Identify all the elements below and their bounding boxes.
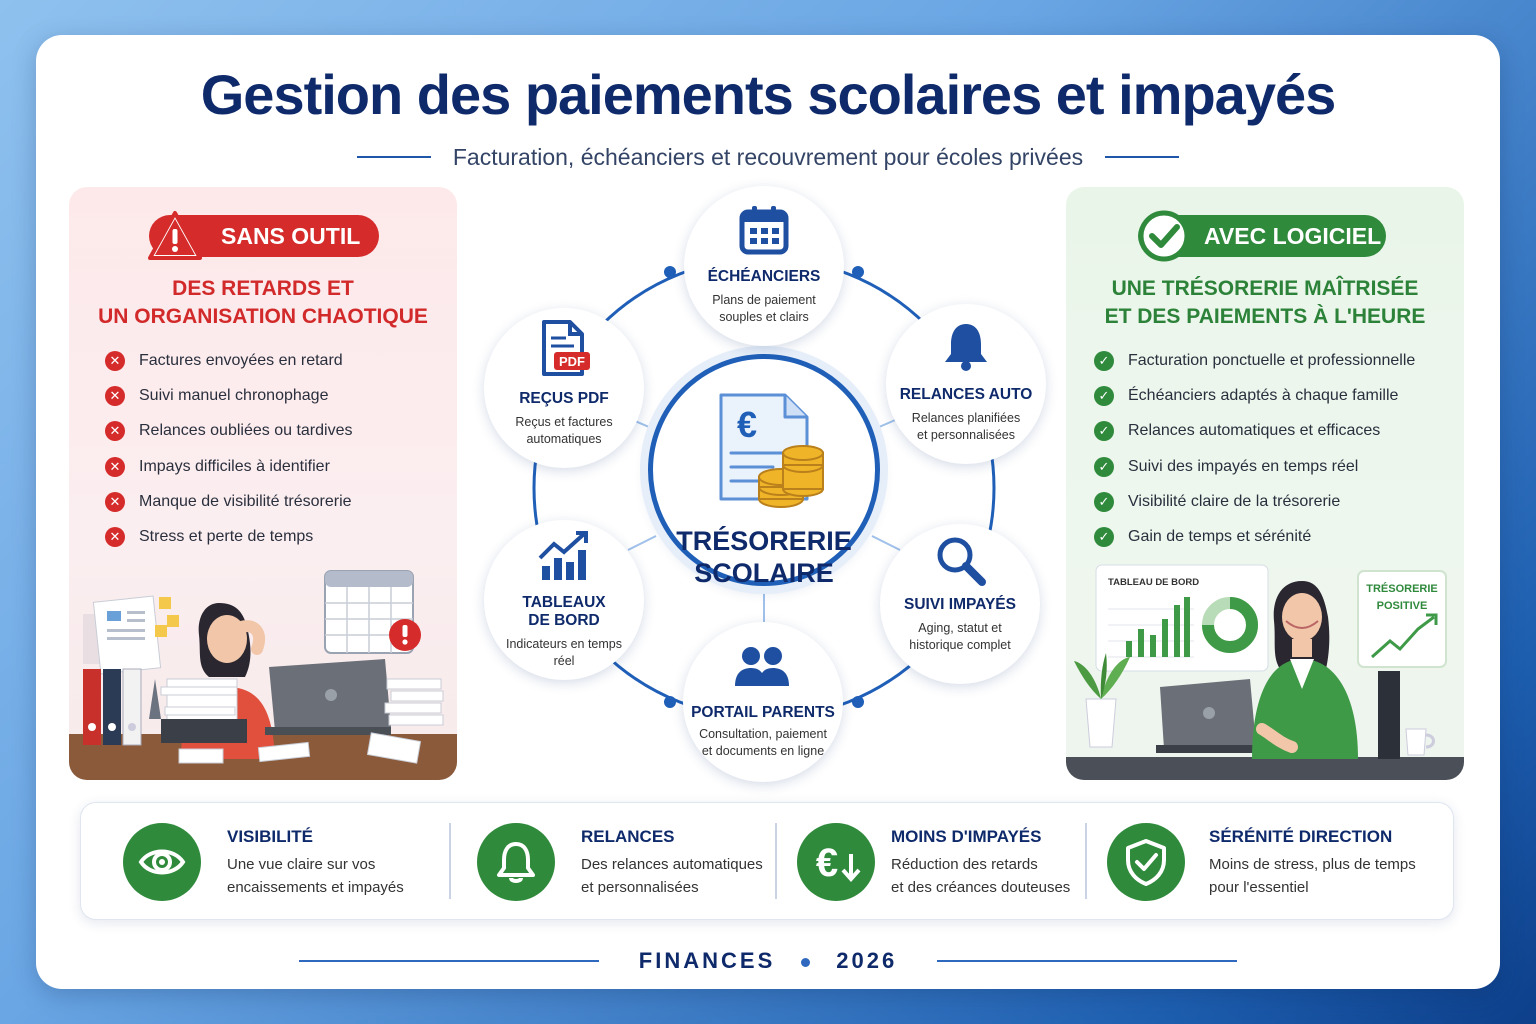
right-heading-line2: ET DES PAIEMENTS À L'HEURE — [1104, 305, 1426, 328]
subtitle-row: Facturation, échéanciers et recouvrement… — [0, 142, 1536, 172]
cross-icon: ✕ — [105, 491, 125, 512]
panel-avec-logiciel: AVEC LOGICIEL UNE TRÉSORERIE MAÎTRISÉE E… — [1066, 187, 1464, 780]
list-item: ✕Suivi manuel chronophage — [105, 378, 352, 413]
footer-rule-right — [937, 960, 1238, 962]
euro-glyph: € — [737, 404, 757, 445]
badge-label: SANS OUTIL — [221, 222, 361, 249]
check-icon: ✓ — [1094, 385, 1114, 406]
divider — [449, 823, 451, 899]
page-subtitle: Facturation, échéanciers et recouvrement… — [452, 143, 1084, 170]
warning-icon — [147, 209, 203, 263]
divider — [1085, 823, 1087, 899]
subtitle-rule-right — [1105, 156, 1180, 158]
cross-icon: ✕ — [105, 421, 125, 442]
calendar-icon — [684, 204, 844, 256]
calm-worker-illustration: TABLEAU DE BORD TRÉSORERIE POSITIVE — [1066, 564, 1464, 780]
positive-line2: POSITIVE — [1377, 600, 1428, 612]
check-icon: ✓ — [1094, 527, 1114, 548]
pdf-icon: PDF — [484, 320, 644, 378]
cross-icon: ✕ — [105, 385, 125, 406]
orbit-dots — [664, 266, 864, 708]
bell-icon — [477, 823, 555, 901]
dashboard-label: TABLEAU DE BORD — [1108, 577, 1199, 588]
list-item: ✕Relances oubliées ou tardives — [105, 414, 352, 449]
list-item: ✕Stress et perte de temps — [105, 519, 352, 554]
left-heading-line2: UN ORGANISATION CHAOTIQUE — [98, 305, 428, 328]
list-item: ✕Manque de visibilité trésorerie — [105, 484, 352, 519]
list-item: ✕Impays difficiles à identifier — [105, 449, 352, 484]
badge-avec-logiciel: AVEC LOGICIEL — [1138, 210, 1386, 262]
subtitle-rule-left — [356, 156, 431, 158]
panel-sans-outil: SANS OUTIL DES RETARDS ET UN ORGANISATIO… — [69, 187, 457, 780]
list-item: ✓Gain de temps et sérénité — [1094, 519, 1415, 554]
list-item: ✓Facturation ponctuelle et professionnel… — [1094, 343, 1415, 378]
footer-dot — [801, 957, 811, 967]
bell-icon — [886, 320, 1046, 372]
users-icon — [683, 644, 843, 688]
right-panel-heading: UNE TRÉSORERIE MAÎTRISÉE ET DES PAIEMENT… — [1066, 275, 1464, 331]
cross-icon: ✕ — [105, 350, 125, 371]
footer-rule-left — [298, 960, 599, 962]
list-item: ✓Visibilité claire de la trésorerie — [1094, 484, 1415, 519]
chart-icon — [484, 528, 644, 584]
list-item: ✓Suivi des impayés en temps réel — [1094, 449, 1415, 484]
svg-text:€: € — [816, 841, 838, 884]
check-icon: ✓ — [1094, 421, 1114, 442]
divider — [775, 823, 777, 899]
left-panel-heading: DES RETARDS ET UN ORGANISATION CHAOTIQUE — [69, 275, 457, 331]
positive-line1: TRÉSORERIE — [1366, 582, 1438, 595]
stressed-worker-illustration — [69, 570, 457, 780]
right-heading-line1: UNE TRÉSORERIE MAÎTRISÉE — [1111, 277, 1419, 300]
problems-list: ✕Factures envoyées en retard ✕Suivi manu… — [105, 343, 352, 555]
left-heading-line1: DES RETARDS ET — [172, 277, 354, 300]
pdf-tag: PDF — [559, 354, 585, 369]
list-item: ✓Relances automatiques et efficaces — [1094, 414, 1415, 449]
list-item: ✕Factures envoyées en retard — [105, 343, 352, 378]
badge-sans-outil: SANS OUTIL — [148, 211, 379, 260]
cross-icon: ✕ — [105, 527, 125, 548]
badge-label: AVEC LOGICIEL — [1204, 222, 1382, 249]
check-icon: ✓ — [1094, 456, 1114, 477]
check-icon: ✓ — [1094, 491, 1114, 512]
benefits-list: ✓Facturation ponctuelle et professionnel… — [1094, 343, 1415, 555]
check-circle-icon — [1136, 209, 1192, 263]
magnifier-icon — [880, 532, 1040, 588]
page-title: Gestion des paiements scolaires et impay… — [200, 63, 1337, 126]
eye-icon — [123, 823, 201, 901]
hub-tresorerie-scolaire: € TRÉSORERIE SCOLAIRE — [648, 354, 880, 588]
check-icon: ✓ — [1094, 350, 1114, 371]
hub-label: TRÉSORERIE SCOLAIRE — [676, 526, 852, 588]
euro-down-icon: € — [797, 823, 875, 901]
list-item: ✓Échéanciers adaptés à chaque famille — [1094, 378, 1415, 413]
invoice-coins-icon: € — [719, 393, 824, 508]
shield-check-icon — [1107, 823, 1185, 901]
cross-icon: ✕ — [105, 456, 125, 477]
